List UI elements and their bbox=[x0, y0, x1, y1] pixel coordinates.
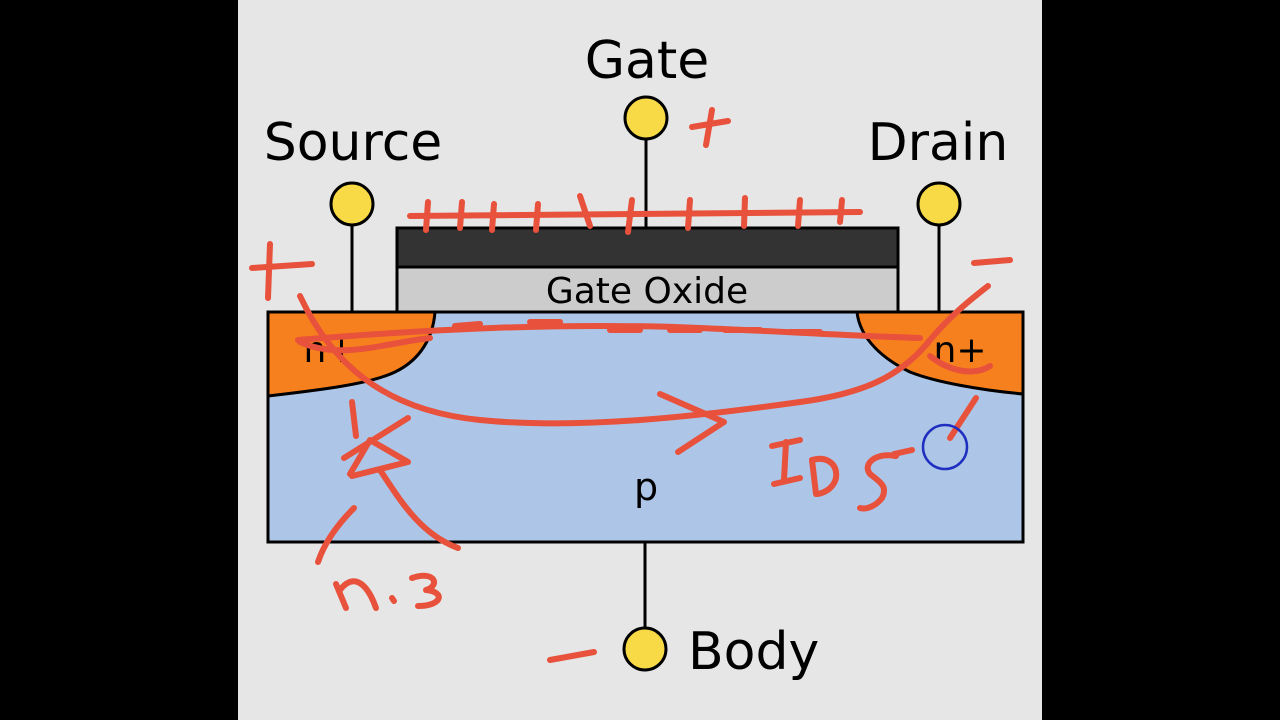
current-arrow-head bbox=[657, 391, 727, 455]
gate-terminal bbox=[623, 95, 669, 141]
channel-charge-row bbox=[295, 319, 923, 343]
drain-label: Drain bbox=[868, 113, 1009, 173]
source-plus-sign bbox=[249, 261, 315, 271]
body-minus-sign bbox=[547, 649, 597, 663]
gate-label: Gate bbox=[585, 31, 710, 91]
diode-mark-2 bbox=[341, 415, 411, 461]
gate-electrode bbox=[395, 226, 900, 269]
current-path-loop bbox=[297, 283, 991, 427]
drain-current-tick bbox=[947, 395, 979, 441]
ids-handwritten-label bbox=[769, 437, 915, 512]
nb-handwritten-label bbox=[333, 572, 442, 611]
pointer-circle bbox=[921, 423, 969, 471]
gate-oxide bbox=[395, 265, 900, 314]
source-plus-sign-stroke bbox=[265, 241, 273, 301]
body-terminal bbox=[622, 626, 668, 672]
substrate-label: p bbox=[634, 465, 658, 509]
diode-mark-1 bbox=[349, 399, 359, 439]
source-terminal bbox=[329, 181, 375, 227]
drain-loop-mark bbox=[927, 353, 993, 375]
body-label: Body bbox=[688, 622, 819, 682]
handwritten-annotations bbox=[249, 107, 1013, 663]
drain-minus-sign bbox=[971, 257, 1013, 266]
gate-plus-sign-stroke bbox=[703, 107, 715, 148]
diode-lead-left bbox=[315, 505, 357, 565]
drain-terminal bbox=[916, 181, 962, 227]
current-path-upper bbox=[297, 335, 433, 354]
source-label: Source bbox=[264, 113, 443, 173]
diode-tail bbox=[377, 467, 461, 551]
gate-oxide-label: Gate Oxide bbox=[546, 271, 748, 312]
gate-charge-row bbox=[407, 193, 863, 235]
